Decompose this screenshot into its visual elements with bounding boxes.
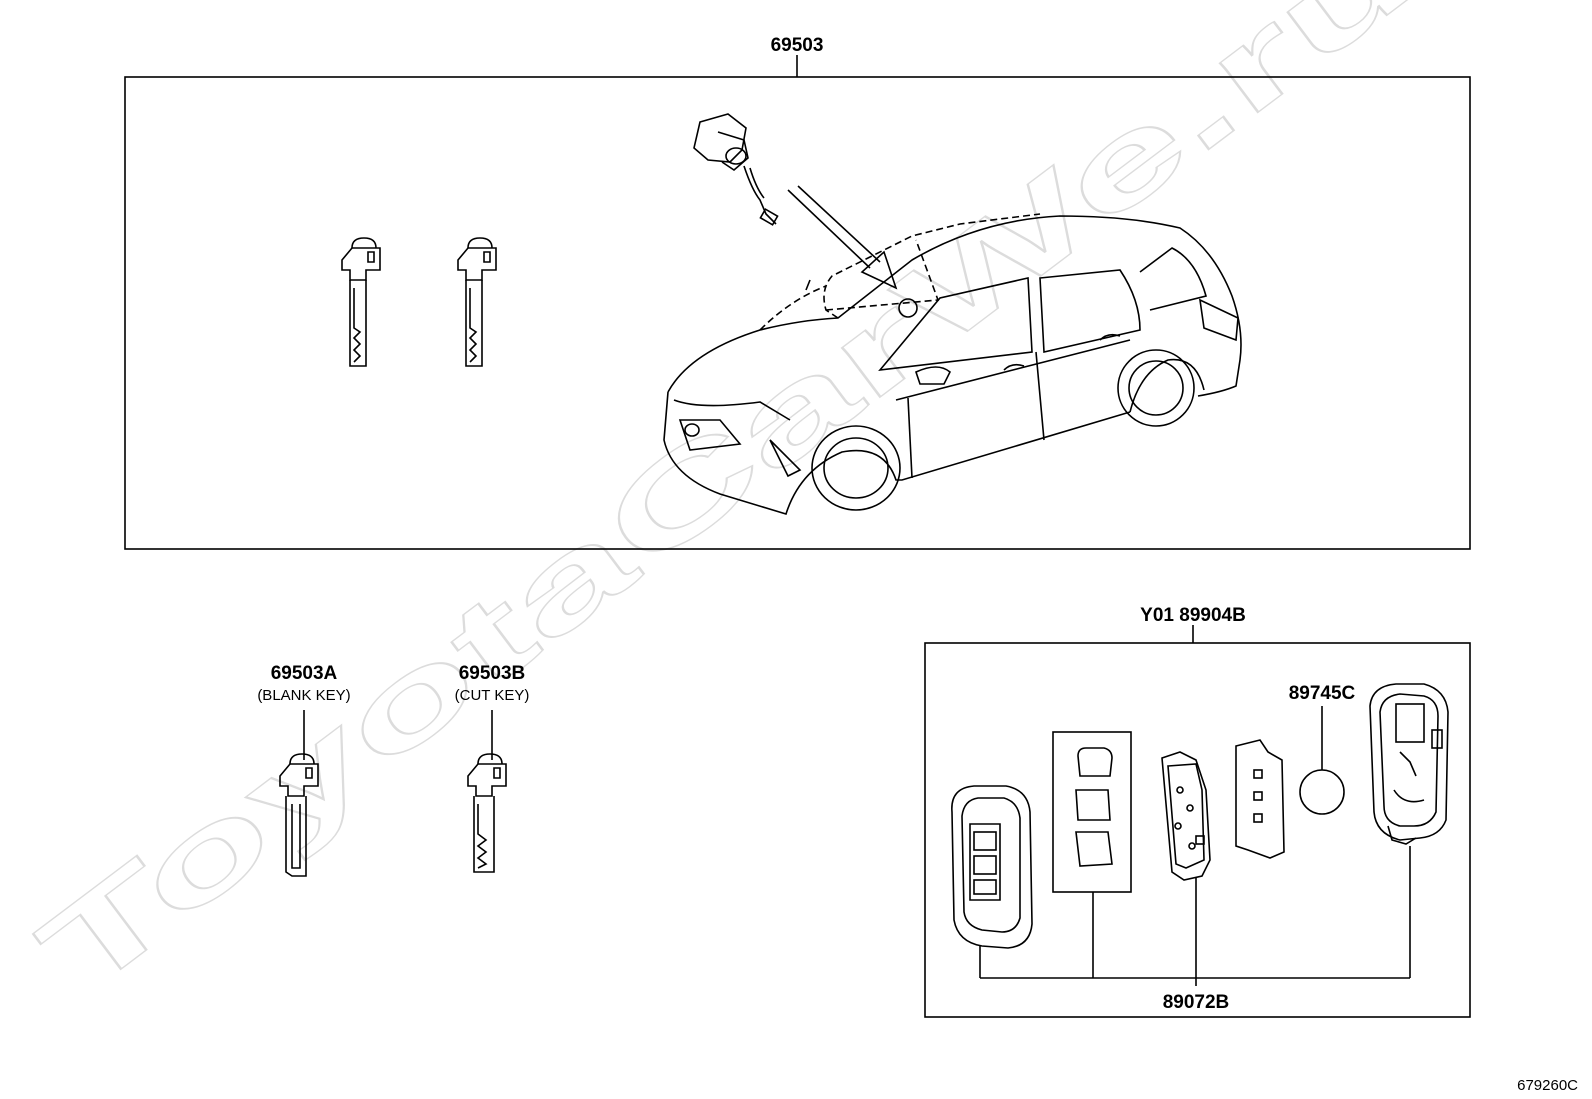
battery-icon: 89745C (1289, 683, 1356, 815)
fob-rear-case-icon (1369, 683, 1449, 845)
start-switch-module-icon (693, 113, 779, 226)
circuit-board-icon (1161, 751, 1211, 881)
location-arrow-icon (787, 185, 898, 290)
bracket-89072B: 89072B (979, 846, 1411, 1013)
cut-key-icon (467, 753, 507, 873)
assembly-box-69503: 69503 (124, 35, 1471, 550)
figure-id: 679260C (1517, 1077, 1578, 1094)
blank-key-icon (279, 753, 319, 877)
fob-front-case-icon (951, 785, 1033, 949)
transmitter-box-89904B: Y01 89904B (924, 605, 1471, 1018)
label-69503: 69503 (771, 35, 824, 56)
key-icon-left (341, 237, 381, 367)
label-69503A: 69503A (271, 663, 338, 684)
fob-buttons-icon (1052, 731, 1132, 893)
label-Y01-89904B: Y01 89904B (1140, 605, 1246, 626)
car-icon (663, 213, 1242, 515)
key-icon-right (457, 237, 497, 367)
label-69503B: 69503B (459, 663, 526, 684)
label-89745C: 89745C (1289, 683, 1356, 704)
label-blank-key: (BLANK KEY) (257, 687, 350, 704)
label-cut-key: (CUT KEY) (455, 687, 530, 704)
label-89072B: 89072B (1163, 992, 1230, 1013)
inner-frame-icon (1235, 739, 1285, 859)
